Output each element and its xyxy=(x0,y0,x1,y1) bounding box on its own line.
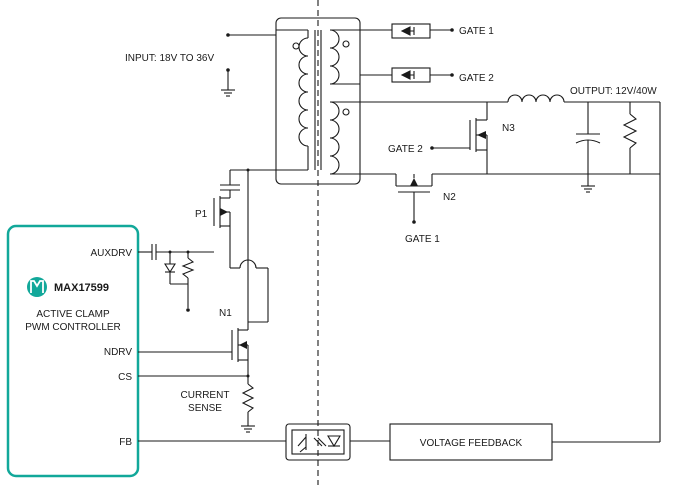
maxim-logo-icon xyxy=(27,277,47,297)
gate1-n2-label: GATE 1 xyxy=(405,234,440,245)
optocoupler xyxy=(285,423,351,461)
primary-ground-symbol xyxy=(241,425,255,433)
current-sense-label-1: CURRENT xyxy=(181,390,230,401)
input-label: INPUT: 18V TO 36V xyxy=(125,53,214,64)
p1-label: P1 xyxy=(195,209,208,220)
pin-ndrv: NDRV xyxy=(104,347,132,358)
pin-auxdrv: AUXDRV xyxy=(91,248,133,259)
n2-label: N2 xyxy=(443,192,456,203)
current-sense-label-2: SENSE xyxy=(188,403,222,414)
current-sense-resistor xyxy=(241,383,255,413)
gate1-top-label: GATE 1 xyxy=(459,26,494,37)
aux-winding xyxy=(329,29,340,85)
output-ground-symbol xyxy=(581,185,595,193)
gate2-top-label: GATE 2 xyxy=(459,73,494,84)
output-label: OUTPUT: 12V/40W xyxy=(570,86,657,97)
ground-symbol xyxy=(221,89,235,97)
output-inductor xyxy=(507,94,565,103)
n3-label: N3 xyxy=(502,123,515,134)
transformer xyxy=(275,17,361,185)
primary-winding xyxy=(298,37,309,147)
gate2-n3-label: GATE 2 xyxy=(388,144,423,155)
load-resistor xyxy=(622,113,638,149)
n1-label: N1 xyxy=(219,308,232,319)
controller-desc-1: ACTIVE CLAMP xyxy=(36,309,110,320)
aux-diode xyxy=(164,263,176,274)
voltage-feedback-label: VOLTAGE FEEDBACK xyxy=(420,438,523,449)
voltage-feedback-block xyxy=(389,423,553,461)
secondary-winding xyxy=(329,101,340,175)
pin-cs: CS xyxy=(118,372,132,383)
aux-resistor xyxy=(181,257,195,279)
controller-part-number: MAX17599 xyxy=(54,282,109,294)
pin-fb: FB xyxy=(119,437,132,448)
controller-desc-2: PWM CONTROLLER xyxy=(25,322,121,333)
